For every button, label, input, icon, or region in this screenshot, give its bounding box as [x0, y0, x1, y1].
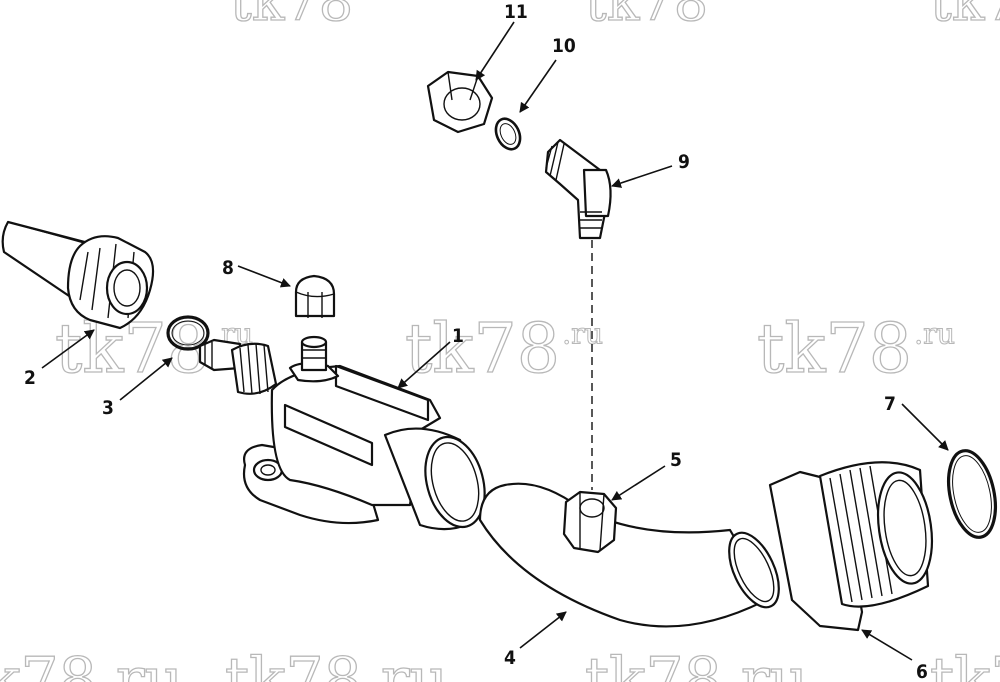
- callout-9: 9: [678, 151, 690, 173]
- callout-1: 1: [452, 325, 464, 347]
- leader-9: [611, 165, 673, 188]
- elbow-fitting-part: [544, 138, 612, 240]
- watermark-text: tk78: [757, 310, 912, 389]
- washer-part-10: [494, 117, 522, 151]
- watermark-text: tk78.ru: [930, 645, 1000, 682]
- callout-3: 3: [102, 397, 114, 419]
- leader-11: [475, 21, 515, 81]
- watermark-text: tk78: [585, 0, 708, 33]
- watermark-text: tk78: [930, 0, 1000, 33]
- o-ring-small: [166, 315, 210, 351]
- watermark-text: tk78: [405, 310, 560, 389]
- leader-5: [611, 465, 666, 501]
- watermark-superscript: .ru: [914, 316, 955, 350]
- leader-8: [237, 265, 291, 288]
- nut-part-11: [426, 70, 494, 134]
- valve-body-part: [198, 335, 490, 531]
- elbow-pipe-part: [478, 482, 780, 628]
- threaded-adapter-part: [768, 461, 934, 632]
- watermark-text: tk78.ru: [0, 645, 183, 682]
- leader-2: [41, 329, 95, 369]
- watermark-text: tk78.ru: [225, 645, 448, 682]
- callout-6: 6: [916, 661, 928, 682]
- callout-5: 5: [670, 449, 682, 471]
- leader-1: [397, 341, 451, 389]
- leader-6: [861, 629, 913, 661]
- leader-10: [519, 59, 557, 113]
- callout-labels: 1 2 3 4 5 6 7 8 9 10 11: [24, 1, 928, 682]
- callout-2: 2: [24, 367, 36, 389]
- watermark-text: tk78: [230, 0, 353, 33]
- o-ring-large: [947, 449, 997, 539]
- leader-lines: [41, 21, 949, 661]
- leader-7: [901, 403, 949, 451]
- callout-4: 4: [504, 647, 516, 669]
- callout-8: 8: [222, 257, 234, 279]
- leader-3: [119, 357, 173, 401]
- callout-7: 7: [884, 393, 896, 415]
- callout-10: 10: [552, 35, 576, 57]
- callout-11: 11: [504, 1, 528, 23]
- hex-boss-part-5: [562, 490, 618, 554]
- cone-nut-part: [1, 220, 155, 330]
- watermark-superscript: .ru: [562, 316, 603, 350]
- watermark-text: tk78.ru: [585, 645, 808, 682]
- leader-4: [519, 611, 567, 649]
- cap-nut-part: [294, 274, 336, 318]
